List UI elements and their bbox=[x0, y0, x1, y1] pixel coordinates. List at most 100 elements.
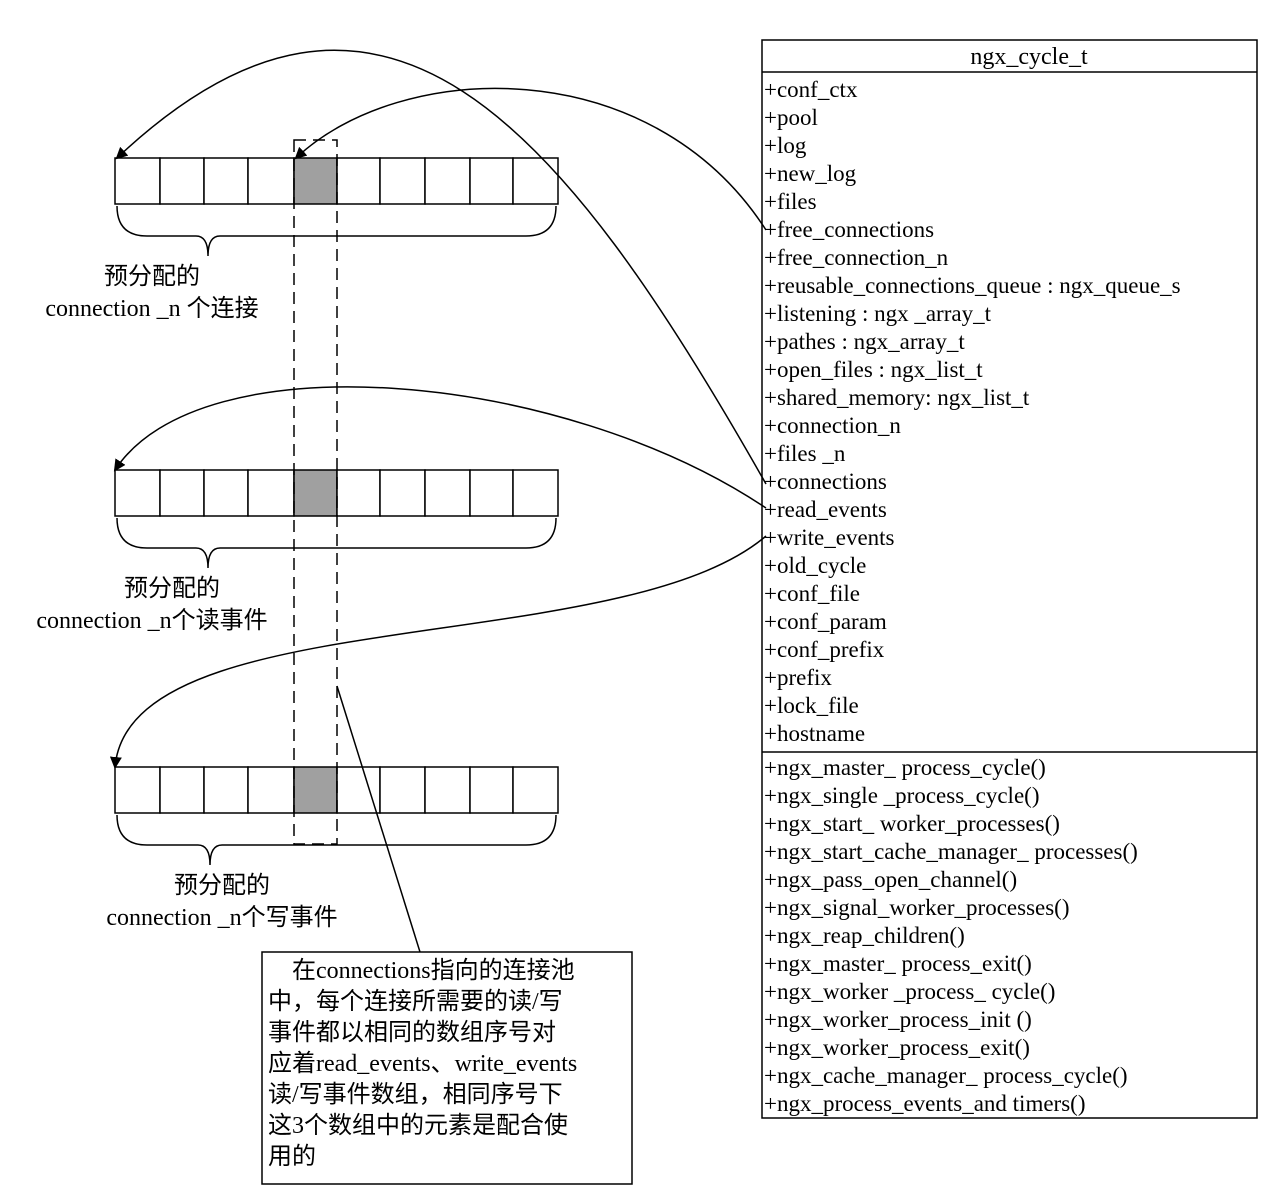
array-cell bbox=[114, 157, 161, 205]
class-box-border bbox=[761, 39, 1258, 1119]
array-label-line1: 预分配的 bbox=[104, 263, 200, 290]
array-cell-highlighted bbox=[293, 157, 338, 205]
class-field: +pathes : ngx_array_t bbox=[764, 329, 965, 354]
array-cell bbox=[336, 157, 381, 205]
note-line: 事件都以相同的数组序号对 bbox=[268, 1019, 556, 1046]
array-cell bbox=[379, 469, 426, 517]
arrow-free-connections-to-cell bbox=[294, 87, 767, 231]
array-cell bbox=[512, 157, 559, 205]
array-cell bbox=[469, 469, 514, 517]
class-field: +log bbox=[764, 133, 807, 158]
class-method: +ngx_single _process_cycle() bbox=[764, 783, 1039, 808]
class-fields: +conf_ctx +pool +log +new_log +files +free_co… bbox=[764, 77, 1181, 746]
array-cell bbox=[424, 766, 471, 814]
class-box: ngx_cycle_t +conf_ctx +pool +log +new_log +f… bbox=[761, 39, 1258, 1119]
array-brace bbox=[116, 517, 557, 569]
arrow-write-events-to-write-array bbox=[109, 535, 767, 769]
array-cell bbox=[512, 469, 559, 517]
class-field: +connections bbox=[764, 469, 887, 494]
class-method: +ngx_pass_open_channel() bbox=[764, 867, 1017, 892]
dashed-index-column bbox=[293, 139, 338, 845]
array-label-line2: connection _n个写事件 bbox=[106, 904, 337, 931]
array-cell bbox=[379, 157, 426, 205]
class-field: +conf_ctx bbox=[764, 77, 858, 102]
array-cell bbox=[159, 157, 205, 205]
note-line: 应着read_events、write_events bbox=[268, 1050, 577, 1077]
array-cell bbox=[469, 157, 514, 205]
array-cell bbox=[114, 766, 161, 814]
class-field: +free_connection_n bbox=[764, 245, 949, 270]
class-field: +lock_file bbox=[764, 693, 859, 718]
note-line: 中，每个连接所需要的读/写 bbox=[268, 988, 563, 1015]
class-field: +new_log bbox=[764, 161, 857, 186]
note-line: 在connections指向的连接池 bbox=[268, 957, 575, 984]
class-field: +conf_file bbox=[764, 581, 860, 606]
class-method: +ngx_master_ process_exit() bbox=[764, 951, 1032, 976]
class-field: +reusable_connections_queue : ngx_queue_… bbox=[764, 273, 1181, 298]
class-field: +conf_param bbox=[764, 609, 887, 634]
arrow-read-events-to-read-array bbox=[113, 386, 767, 509]
class-field: +open_files : ngx_list_t bbox=[764, 357, 983, 382]
class-field: +old_cycle bbox=[764, 553, 866, 578]
class-method: +ngx_start_cache_manager_ processes() bbox=[764, 839, 1138, 864]
class-field: +files _n bbox=[764, 441, 846, 466]
array-cell bbox=[159, 469, 205, 517]
class-method: +ngx_start_ worker_processes() bbox=[764, 811, 1060, 836]
array-brace bbox=[116, 814, 557, 866]
class-field: +pool bbox=[764, 105, 818, 130]
class-title: ngx_cycle_t bbox=[970, 44, 1088, 70]
array-cell bbox=[203, 157, 249, 205]
array-cell bbox=[336, 766, 381, 814]
note-line: 用的 bbox=[268, 1143, 316, 1170]
array-cell bbox=[424, 157, 471, 205]
note-text: 在connections指向的连接池中，每个连接所需要的读/写事件都以相同的数组… bbox=[268, 957, 577, 1170]
array-cell bbox=[336, 469, 381, 517]
note-pointer-line bbox=[336, 685, 421, 953]
class-field: +prefix bbox=[764, 665, 832, 690]
class-field: +files bbox=[764, 189, 817, 214]
array-cell bbox=[247, 766, 295, 814]
class-method: +ngx_worker_process_init () bbox=[764, 1007, 1032, 1032]
class-method: +ngx_worker_process_exit() bbox=[764, 1035, 1030, 1060]
array-1: 预分配的 connection _n个读事件 bbox=[36, 469, 559, 634]
class-field: +write_events bbox=[764, 525, 895, 550]
class-field: +hostname bbox=[764, 721, 865, 746]
array-brace bbox=[116, 205, 557, 257]
class-field: +read_events bbox=[764, 497, 887, 522]
class-field: +free_connections bbox=[764, 217, 934, 242]
class-field: +shared_memory: ngx_list_t bbox=[764, 385, 1030, 410]
note-line: 这3个数组中的元素是配合使 bbox=[268, 1112, 568, 1139]
class-method: +ngx_worker _process_ cycle() bbox=[764, 979, 1055, 1004]
class-field: +conf_prefix bbox=[764, 637, 885, 662]
array-cell-highlighted bbox=[293, 469, 338, 517]
class-field: +listening : ngx _array_t bbox=[764, 301, 992, 326]
array-cell bbox=[247, 157, 295, 205]
class-method: +ngx_master_ process_cycle() bbox=[764, 755, 1046, 780]
array-2: 预分配的 connection _n个写事件 bbox=[106, 766, 559, 931]
array-cell bbox=[512, 766, 559, 814]
array-label-line2: connection _n 个连接 bbox=[45, 295, 258, 322]
array-cell-highlighted bbox=[293, 766, 338, 814]
array-cell bbox=[469, 766, 514, 814]
arrow-connections-to-connection-array bbox=[115, 49, 767, 485]
class-method: +ngx_reap_children() bbox=[764, 923, 965, 948]
array-cell bbox=[203, 469, 249, 517]
array-label-line1: 预分配的 bbox=[124, 575, 220, 602]
array-cell bbox=[159, 766, 205, 814]
array-cell bbox=[379, 766, 426, 814]
array-label-line1: 预分配的 bbox=[174, 872, 270, 899]
class-field: +connection_n bbox=[764, 413, 901, 438]
array-cell bbox=[247, 469, 295, 517]
class-method: +ngx_cache_manager_ process_cycle() bbox=[764, 1063, 1128, 1088]
class-method: +ngx_process_events_and timers() bbox=[764, 1091, 1085, 1116]
note-border bbox=[261, 951, 633, 1185]
array-0: 预分配的 connection _n 个连接 bbox=[45, 157, 559, 322]
class-method: +ngx_signal_worker_processes() bbox=[764, 895, 1070, 920]
note-box: 在connections指向的连接池中，每个连接所需要的读/写事件都以相同的数组… bbox=[261, 951, 633, 1185]
pointer-arrows bbox=[109, 49, 767, 953]
note-line: 读/写事件数组，相同序号下 bbox=[268, 1081, 563, 1108]
array-label-line2: connection _n个读事件 bbox=[36, 607, 267, 634]
array-cell bbox=[114, 469, 161, 517]
